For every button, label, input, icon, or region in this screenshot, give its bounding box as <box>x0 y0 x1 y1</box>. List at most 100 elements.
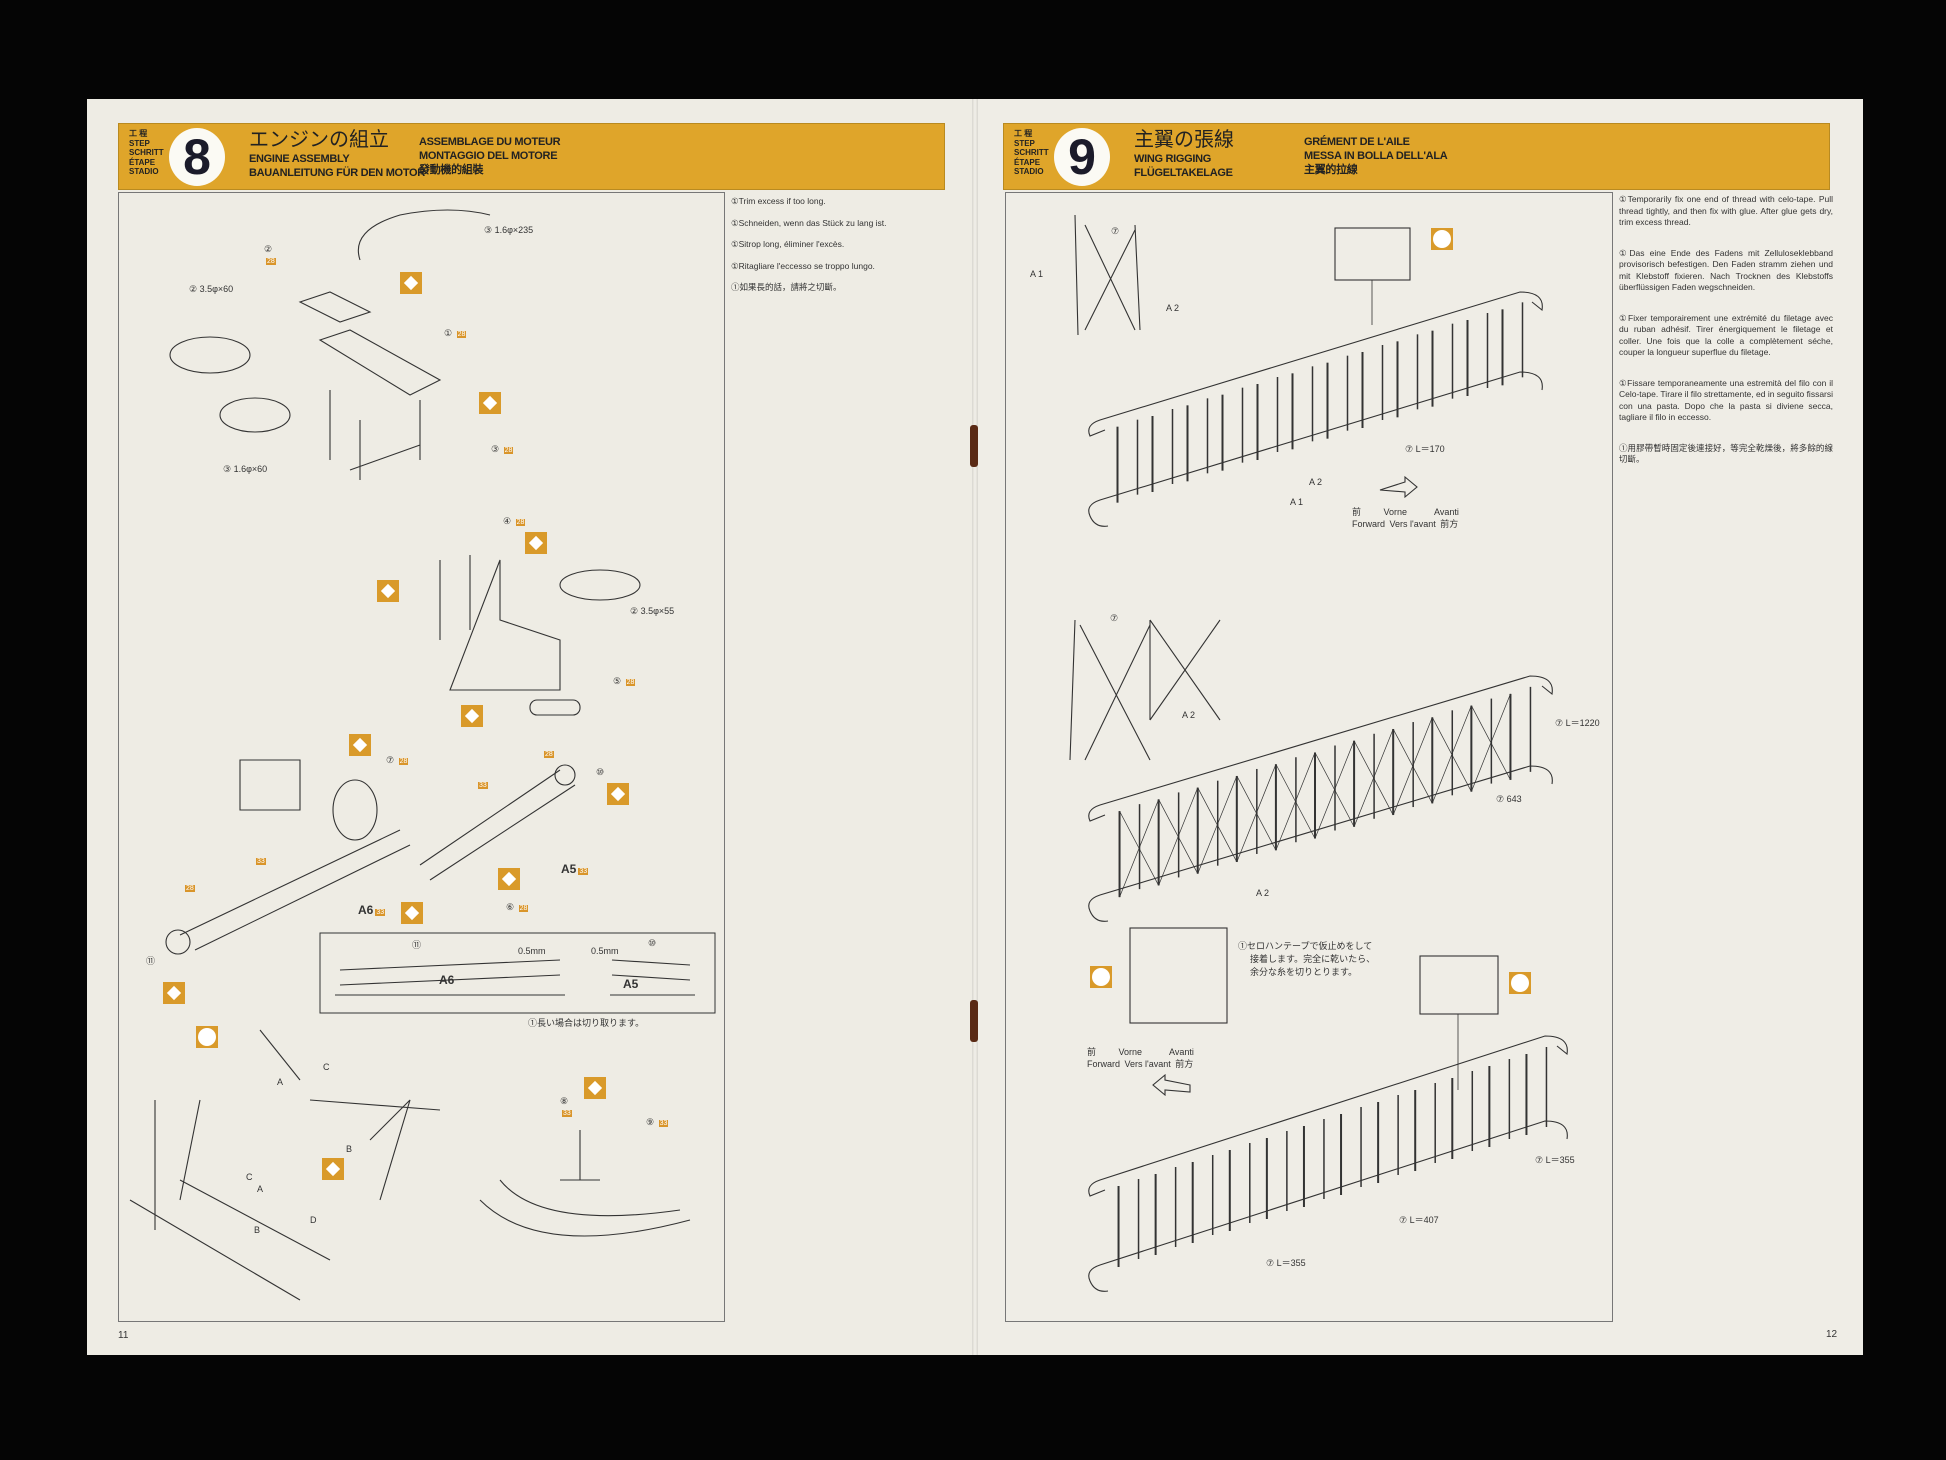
connector <box>529 699 581 716</box>
detail-inset <box>1334 227 1411 281</box>
part-label: ⑦ L＝407 <box>1399 1215 1439 1225</box>
sprocket <box>165 929 191 955</box>
cement-icon <box>498 868 520 890</box>
wing2-upper-wing <box>1088 675 1553 822</box>
page-number-left: 11 <box>118 1330 129 1341</box>
pointer-label: C <box>246 1172 253 1182</box>
part-label: ⑦ <box>1110 613 1119 623</box>
cement-icon <box>322 1158 344 1180</box>
cement-icon <box>584 1077 606 1099</box>
glue-circle-icon <box>1509 972 1531 994</box>
part-label: 33 <box>478 782 488 789</box>
step9-notes: ①Temporarily fix one end of thread with … <box>1619 194 1834 464</box>
part-label: ② 3.5φ×55 <box>630 606 675 616</box>
step8-notes: ①Trim excess if too long.①Schneiden, wen… <box>731 196 887 292</box>
part-label: A 2 <box>1256 888 1270 898</box>
part-label: A 1 <box>1030 269 1044 279</box>
right-page <box>975 99 1863 1355</box>
title-jp: 主翼の張線 <box>1134 129 1234 151</box>
part-label: ⑦ L＝355 <box>1266 1258 1306 1268</box>
part-label: ④ 28 <box>503 516 526 526</box>
wing2-rigging-wire <box>1236 764 1277 863</box>
chain-arms <box>179 769 576 951</box>
step-number: 8 <box>169 128 225 186</box>
forward-arrow-icon <box>1152 1073 1191 1097</box>
wing3-upper-wing <box>1088 1035 1568 1197</box>
wing1-lower-wing <box>1088 371 1543 527</box>
title-en: WING RIGGING <box>1134 153 1212 165</box>
detail-inset <box>1129 927 1228 1024</box>
pointer-label: A <box>257 1184 264 1194</box>
pointer-label: B <box>346 1144 353 1154</box>
wing2-rigging-wire <box>1431 705 1472 804</box>
part-label: 28 <box>185 885 195 892</box>
wing2-rigging-wire <box>1197 775 1238 874</box>
tube-coil <box>559 569 641 601</box>
pointer-label: B <box>254 1225 261 1235</box>
title-fr: GRÉMENT DE L'AILE <box>1304 136 1410 148</box>
pointer-label: A <box>277 1077 284 1087</box>
part-label: ⑤ 28 <box>613 676 636 686</box>
wing2-rigging-wire <box>1275 752 1316 851</box>
cement-icon <box>525 532 547 554</box>
tube-coil <box>219 397 291 433</box>
wing2-rigging-wire <box>1158 787 1199 886</box>
part-label: A5 <box>623 977 639 991</box>
flywheel <box>332 779 378 841</box>
cement-icon <box>607 783 629 805</box>
glue-circle-icon <box>196 1026 218 1048</box>
part-label: A 2 <box>1309 477 1323 487</box>
title-jp: エンジンの組立 <box>249 129 389 151</box>
page-number-right: 12 <box>1826 1329 1838 1340</box>
part-label: ⑦ <box>1111 226 1120 236</box>
rigging-note-jp: ①セロハンテープで仮止めをして接着します。完全に乾いたら、余分な糸を切りとります… <box>1238 941 1376 977</box>
cement-icon <box>400 272 422 294</box>
detail-inset <box>319 932 716 1014</box>
part-label: ⑥ 28 <box>506 902 529 912</box>
part-label: ⑩ <box>648 938 657 948</box>
wing2-rigging-wire <box>1119 799 1159 898</box>
cement-icon <box>401 902 423 924</box>
staple <box>970 1000 978 1042</box>
title-zh: 發動機的組裝 <box>419 164 484 176</box>
title-de: BAUANLEITUNG FÜR DEN MOTOR <box>249 167 425 179</box>
step9-diagram-frame <box>1005 192 1613 1322</box>
part-label: ② 3.5φ×60 <box>189 284 234 294</box>
part-label: ⑩ <box>596 767 605 777</box>
cement-icon <box>461 705 483 727</box>
part-label: A6 <box>439 973 455 987</box>
part-label: 33 <box>256 858 266 865</box>
tube-coil <box>169 336 251 374</box>
pointer-label: C <box>323 1062 330 1072</box>
detail-inset <box>1419 955 1499 1015</box>
part-label: ⑦ 28 <box>386 755 409 765</box>
dimension-label: 0.5mm <box>591 946 619 956</box>
part-label: ⑦ 643 <box>1496 794 1522 804</box>
wing2-rigging-wire <box>1353 728 1394 827</box>
part-label: ⑦ L＝170 <box>1405 444 1445 454</box>
page-fold <box>972 99 978 1355</box>
sprocket <box>554 764 576 786</box>
wing3-lower-wing <box>1088 1120 1568 1292</box>
engine-block <box>439 555 561 691</box>
glue-circle-icon <box>1090 966 1112 988</box>
title-fr: ASSEMBLAGE DU MOTEUR <box>419 136 561 148</box>
cement-icon <box>349 734 371 756</box>
staple <box>970 425 978 467</box>
wing2-rigging-wire <box>1392 717 1433 816</box>
left-page <box>87 99 975 1355</box>
title-it: MESSA IN BOLLA DELL'ALA <box>1304 150 1448 162</box>
title-de: FLÜGELTAKELAGE <box>1134 167 1233 179</box>
airframe-detail <box>129 1029 441 1301</box>
pointer-label: D <box>310 1215 317 1225</box>
part-label: ③ 28 <box>491 444 514 454</box>
